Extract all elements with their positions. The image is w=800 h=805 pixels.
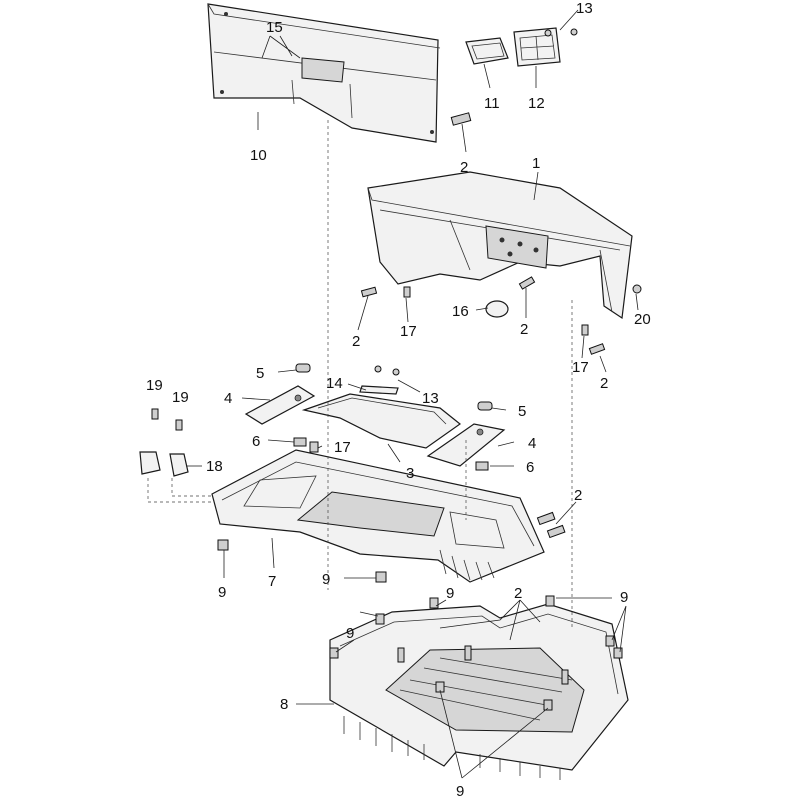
callout-6-left: 6	[252, 433, 260, 450]
callout-15: 15	[266, 19, 283, 36]
callout-7: 7	[268, 573, 276, 590]
callout-5-left: 5	[256, 365, 264, 382]
callout-labels: 10 15 11 12 13 2 1 2 17 16 2 17 2 20 5 4…	[146, 0, 651, 800]
plate-part-14	[359, 385, 399, 395]
cover-part-4-right	[426, 423, 506, 467]
rear-panel-part-10	[207, 3, 441, 143]
callout-9-tray-left: 9	[218, 584, 226, 601]
callout-2-dash-mid: 2	[520, 321, 528, 338]
callout-8: 8	[280, 696, 288, 713]
cover-part-4-left	[244, 385, 316, 425]
callout-2-dash-right: 2	[600, 375, 608, 392]
callout-5-right: 5	[518, 403, 526, 420]
callout-18: 18	[206, 458, 223, 475]
grille-part-12	[513, 27, 561, 67]
floor-pan-part-8	[329, 603, 629, 780]
center-cover-part-3	[301, 393, 461, 449]
fasteners	[151, 28, 642, 711]
callout-13-mid: 13	[422, 390, 439, 407]
floor-tray-part-7	[211, 449, 545, 583]
callout-13-top: 13	[576, 0, 593, 17]
callout-9-bottom: 9	[456, 783, 464, 800]
callout-3: 3	[406, 465, 414, 482]
alignment-lines	[147, 120, 573, 630]
callout-2-pan: 2	[514, 585, 522, 602]
callout-17-dash: 17	[400, 323, 417, 340]
callout-2-panel: 2	[460, 159, 468, 176]
callout-10: 10	[250, 147, 267, 164]
callout-9-tray-mid: 9	[322, 571, 330, 588]
leader-lines	[186, 9, 639, 779]
callout-19-left: 19	[146, 377, 163, 394]
grille-part-11	[465, 37, 509, 65]
callout-17-right: 17	[572, 359, 589, 376]
callout-9-pan-right: 9	[620, 589, 628, 606]
callout-11: 11	[484, 95, 500, 112]
callout-2-dash-left: 2	[352, 333, 360, 350]
callout-17-mid: 17	[334, 439, 351, 456]
knob-part-16	[485, 300, 509, 318]
callout-4-left: 4	[224, 390, 232, 407]
callout-19-right: 19	[172, 389, 189, 406]
dash-panel-part-1	[367, 171, 633, 320]
callout-6-right: 6	[526, 459, 534, 476]
callout-4-right: 4	[528, 435, 536, 452]
callout-14: 14	[326, 375, 343, 392]
callout-2-tray: 2	[574, 487, 582, 504]
callout-9-pan-left: 9	[346, 625, 354, 642]
callout-12: 12	[528, 95, 545, 112]
callout-20: 20	[634, 311, 651, 328]
clip-part-18	[139, 451, 189, 477]
callout-16: 16	[452, 303, 469, 320]
callout-1: 1	[532, 155, 540, 172]
callout-9-pan-top: 9	[446, 585, 454, 602]
